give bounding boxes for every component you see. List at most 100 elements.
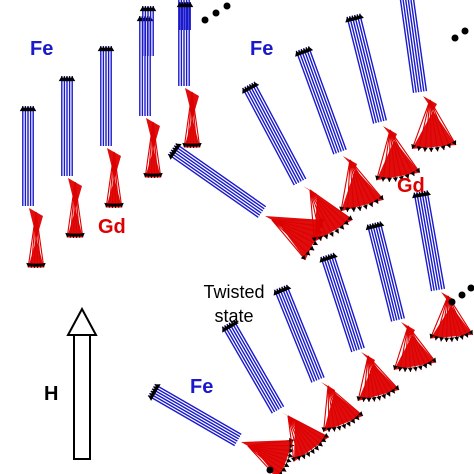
fe-label-aligned: Fe: [30, 38, 53, 60]
gd-spin-head: [397, 366, 403, 372]
gd-spin-head: [317, 441, 323, 447]
fe-spin: [402, 0, 417, 93]
gd-spin: [349, 159, 384, 201]
gd-spin: [349, 159, 374, 208]
gd-spin-fan-2: [339, 156, 384, 212]
gd-spin-head: [434, 335, 440, 341]
fe-spin: [413, 192, 433, 292]
fe-spin: [330, 253, 363, 350]
fe-spin-bundle-1: [58, 76, 76, 176]
fe-spin-head: [357, 13, 364, 20]
gd-spin: [271, 219, 321, 240]
gd-spin-head: [284, 462, 290, 468]
gd-spin: [287, 415, 300, 461]
fe-spin: [416, 192, 435, 291]
gd-spin: [411, 99, 431, 150]
gd-spin-head: [404, 173, 410, 179]
gd-spin: [323, 385, 329, 432]
gd-spin-head: [309, 245, 315, 251]
gd-spin-head: [288, 452, 293, 458]
fe-spin-bundle-0: [147, 383, 242, 447]
fe-spin-head: [331, 252, 338, 259]
fe-spin: [283, 285, 323, 379]
fe-spin-bundle-3: [319, 252, 365, 353]
fe-spin-bundle-4: [365, 221, 405, 322]
fe-spin: [307, 46, 347, 151]
fe-spin: [151, 388, 239, 440]
gd-spin: [327, 385, 336, 432]
gd-spin: [407, 325, 432, 366]
gd-spin: [271, 219, 306, 261]
gd-spin-head: [463, 332, 469, 338]
fe-spin-head: [233, 320, 239, 327]
fe-spin-bundle-0: [19, 106, 37, 206]
gd-spin: [309, 189, 328, 240]
gd-label-canted: Gd: [397, 175, 425, 197]
fe-spin: [230, 321, 282, 409]
gd-spin: [287, 415, 323, 447]
gd-spin-wedge: [394, 322, 437, 370]
gd-spin: [417, 99, 431, 151]
gd-spin-head: [339, 206, 345, 212]
state-title-line1: Twisted: [203, 282, 264, 302]
fe-spin: [273, 289, 313, 383]
gd-spin-head: [429, 333, 435, 339]
gd-spin-head: [328, 231, 334, 237]
fe-spin: [150, 390, 238, 442]
fe-spin: [359, 13, 387, 121]
gd-spin-head: [313, 445, 319, 451]
gd-spin-fan-4: [411, 96, 457, 152]
gd-spin: [389, 129, 409, 179]
gd-spin-head: [375, 175, 381, 181]
fe-spin-bundle-4: [178, 0, 190, 86]
gd-spin: [440, 295, 449, 342]
fe-spin: [170, 149, 262, 214]
gd-spin-head: [312, 240, 318, 246]
fe-spin-head: [30, 106, 37, 112]
gd-spin-head: [311, 237, 317, 242]
gd-spin-head: [415, 167, 420, 173]
gd-spin: [287, 415, 320, 451]
gd-spin-head: [378, 194, 384, 200]
gd-label-aligned: Gd: [98, 216, 126, 238]
fe-spin-bundle-2: [295, 46, 347, 155]
gd-spin-head: [343, 220, 349, 225]
gd-spin-head: [411, 143, 417, 149]
gd-spin-head: [427, 360, 432, 366]
gd-spin: [247, 445, 282, 474]
gd-spin: [247, 445, 275, 474]
gd-spin: [393, 325, 409, 371]
gd-spin: [327, 385, 351, 427]
gd-spin: [309, 189, 334, 237]
gd-spin-head: [104, 202, 110, 208]
fe-spin: [172, 147, 264, 212]
gd-spin-head: [422, 363, 428, 369]
gd-spin-head: [440, 145, 446, 151]
gd-spin: [404, 325, 409, 372]
gd-spin-head: [305, 250, 311, 256]
gd-spin-fan-1: [303, 186, 353, 242]
fe-spin-head: [187, 2, 194, 8]
gd-spin: [309, 189, 349, 226]
gd-spin: [287, 415, 327, 443]
fe-spin: [226, 323, 278, 411]
gd-spin-head: [376, 395, 382, 401]
fe-spin: [407, 0, 422, 92]
fe-spin: [253, 81, 307, 180]
continuation-dots-middle: [451, 27, 469, 42]
gd-spin: [271, 219, 315, 251]
gd-spin: [144, 121, 154, 178]
gd-spin-head: [412, 366, 418, 372]
fe-spin: [374, 222, 400, 320]
fe-spin: [369, 223, 395, 322]
gd-spin: [271, 219, 318, 246]
gd-spin-head: [350, 207, 357, 212]
fe-spin: [173, 145, 265, 210]
gd-spin: [27, 211, 37, 268]
gd-spin-head: [458, 334, 464, 340]
gd-spin-head: [356, 396, 362, 401]
fe-label-canted: Fe: [250, 38, 273, 60]
gd-spin-head: [444, 337, 450, 342]
gd-spin: [362, 355, 369, 402]
gd-spin-head: [295, 455, 301, 461]
